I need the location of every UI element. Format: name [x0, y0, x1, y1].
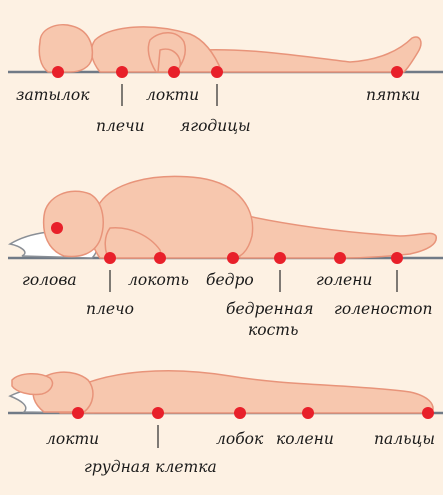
- label-elbows: локти: [146, 86, 199, 104]
- panel-supine: затылок плечи локти ягодицы пятки: [8, 25, 443, 135]
- label-toes: пальцы: [374, 430, 435, 448]
- label-hip: бедро: [206, 271, 254, 289]
- marker-occiput: [52, 66, 64, 78]
- label-femur-line1: бедренная: [226, 300, 313, 318]
- label-elbows-prone: локти: [46, 430, 99, 448]
- marker-elbow: [154, 252, 166, 264]
- label-shins: голени: [316, 271, 372, 289]
- label-chest: грудная клетка: [84, 458, 217, 476]
- label-shoulder: плечо: [86, 300, 134, 318]
- label-knees: колени: [276, 430, 334, 448]
- marker-shins: [334, 252, 346, 264]
- marker-shoulder: [104, 252, 116, 264]
- marker-elbows-prone: [72, 407, 84, 419]
- marker-pubis: [234, 407, 246, 419]
- marker-shoulders: [116, 66, 128, 78]
- marker-elbows: [168, 66, 180, 78]
- label-head: голова: [22, 271, 77, 289]
- label-femur-line2: кость: [248, 321, 298, 339]
- marker-head: [51, 222, 63, 234]
- marker-chest: [152, 407, 164, 419]
- body-figure-side: [44, 176, 437, 258]
- label-occiput: затылок: [16, 86, 90, 104]
- body-figure-supine: [39, 25, 421, 72]
- marker-knees: [302, 407, 314, 419]
- marker-femur: [274, 252, 286, 264]
- label-pubis: лобок: [216, 430, 264, 448]
- marker-heels: [391, 66, 403, 78]
- panel-side: голова плечо локоть бедро бедренная кост…: [8, 176, 443, 339]
- label-buttocks: ягодицы: [180, 117, 251, 135]
- label-heels: пятки: [366, 86, 420, 104]
- panel-prone: локти грудная клетка лобок колени пальцы: [8, 371, 443, 476]
- body-figure-prone: [12, 371, 433, 413]
- marker-toes: [422, 407, 434, 419]
- marker-ankle: [391, 252, 403, 264]
- label-elbow: локоть: [128, 271, 189, 289]
- label-ankle: голеностоп: [334, 300, 432, 318]
- marker-hip: [227, 252, 239, 264]
- label-shoulders: плечи: [96, 117, 145, 135]
- marker-buttocks: [211, 66, 223, 78]
